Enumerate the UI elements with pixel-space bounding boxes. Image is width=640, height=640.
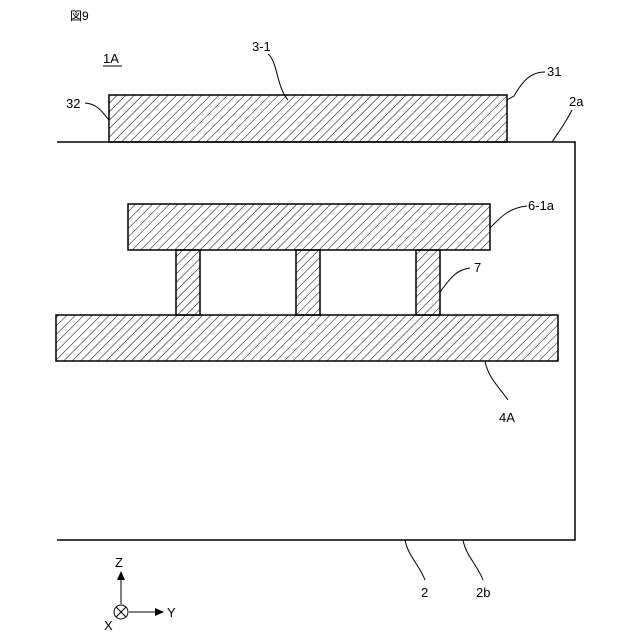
pillar-left	[176, 250, 200, 315]
z-arrow-icon	[117, 571, 125, 580]
leader-6-1a	[490, 206, 527, 228]
lower-plate-4A	[56, 315, 558, 361]
label-7: 7	[474, 260, 481, 275]
label-2: 2	[421, 585, 428, 600]
device-label: 1A	[103, 51, 119, 66]
axis-indicator: Z Y X	[104, 555, 176, 633]
label-2b: 2b	[476, 585, 490, 600]
label-4A: 4A	[499, 410, 515, 425]
label-3-1: 3-1	[252, 39, 271, 54]
leader-2	[405, 540, 425, 580]
y-arrow-icon	[155, 608, 164, 616]
leader-2b	[463, 540, 483, 580]
axis-x-label: X	[104, 618, 113, 633]
pillar-right	[416, 250, 440, 315]
pillar-middle	[296, 250, 320, 315]
leader-7	[440, 268, 470, 292]
leader-3-1	[268, 54, 288, 100]
label-32: 32	[66, 96, 80, 111]
axis-y-label: Y	[167, 605, 176, 620]
leader-4A	[485, 361, 508, 400]
axis-z-label: Z	[115, 555, 123, 570]
label-31: 31	[547, 64, 561, 79]
leader-32	[85, 103, 109, 120]
leader-31	[507, 72, 545, 100]
label-2a: 2a	[569, 94, 584, 109]
top-part-3-1	[109, 95, 507, 142]
figure-title: 図9	[70, 9, 89, 23]
leader-2a	[552, 110, 572, 142]
label-6-1a: 6-1a	[528, 198, 555, 213]
upper-plate-6-1a	[128, 204, 490, 250]
